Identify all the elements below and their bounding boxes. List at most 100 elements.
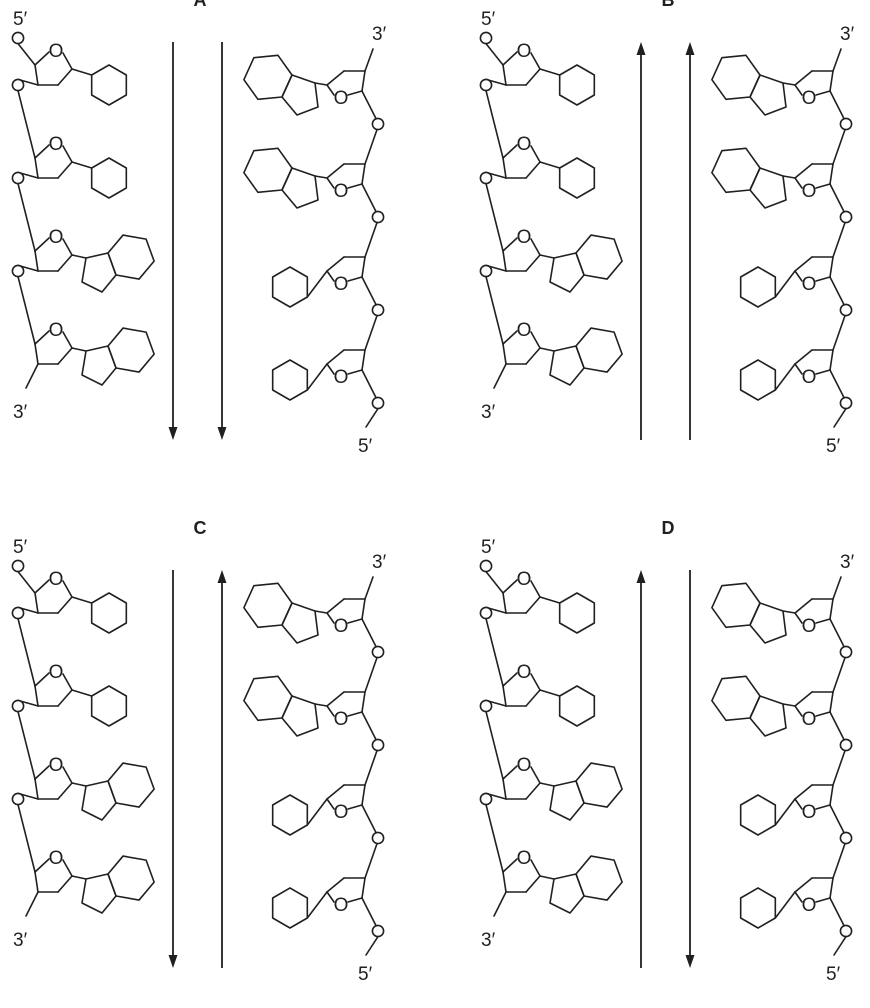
glycosidic-bond	[71, 347, 87, 352]
sugar-bond	[794, 84, 803, 96]
purine-six-ring	[107, 327, 155, 373]
purine-six-ring	[711, 147, 761, 194]
ring-oxygen-label: O	[517, 227, 532, 248]
sugar-bond	[502, 64, 507, 86]
sugar-bond	[326, 177, 335, 189]
purine-six-ring	[243, 54, 293, 101]
sugar-bond	[794, 363, 803, 375]
sugar-bond	[794, 598, 813, 614]
sugar-bond	[530, 145, 541, 163]
backbone-bond	[17, 275, 36, 345]
arrow-down-icon	[217, 427, 227, 440]
sugar-bond	[502, 672, 518, 687]
backbone-bond	[485, 803, 504, 873]
purine-five-ring	[281, 695, 319, 737]
arrow-up-icon	[636, 570, 646, 583]
sugar-bond	[361, 598, 366, 620]
phosphate-oxygen	[839, 303, 853, 317]
phosphate-oxygen	[11, 31, 25, 45]
sugar-bond	[502, 685, 507, 707]
backbone-bond	[485, 275, 504, 345]
glycosidic-bond	[774, 363, 796, 391]
sugar-bond	[502, 51, 518, 66]
three-prime-label: 3′	[481, 930, 496, 951]
sugar-bond	[829, 784, 834, 806]
phosphate-oxygen	[11, 78, 25, 92]
sugar-bond	[326, 84, 335, 96]
purine-five-ring	[749, 695, 787, 737]
sugar-bond	[347, 897, 363, 903]
five-prime-label: 5′	[826, 436, 841, 457]
sugar-bond	[794, 163, 813, 179]
backbone-bond	[365, 407, 379, 428]
sugar-bond	[34, 765, 50, 780]
sugar-bond	[815, 369, 831, 375]
sugar-bond	[326, 349, 345, 365]
pyrimidine-base-ring	[271, 887, 309, 929]
sugar-bond	[34, 144, 50, 159]
panel-label: D	[662, 518, 675, 538]
backbone-bond	[364, 128, 378, 165]
backbone-bond	[829, 183, 845, 213]
sugar-bond	[829, 691, 834, 713]
backbone-bond	[17, 570, 36, 594]
phosphate-oxygen	[11, 792, 25, 806]
ring-oxygen-label: O	[802, 616, 817, 637]
backbone-bond	[17, 803, 36, 873]
phosphate-oxygen	[479, 171, 493, 185]
glycosidic-bond	[539, 782, 555, 787]
glycosidic-bond	[539, 689, 561, 697]
ring-oxygen-label: O	[49, 755, 64, 776]
arrow-down-icon	[685, 955, 695, 968]
pyrimidine-base-ring	[271, 794, 309, 836]
sugar-bond	[502, 871, 507, 893]
ring-oxygen-label: O	[334, 802, 349, 823]
five-prime-label: 5′	[358, 964, 373, 985]
sugar-bond	[525, 161, 541, 179]
sugar-bond	[794, 349, 813, 365]
sugar-bond	[34, 672, 50, 687]
purine-five-ring	[749, 74, 787, 116]
phosphate-oxygen	[371, 831, 385, 845]
phosphate-oxygen	[479, 606, 493, 620]
ring-oxygen-label: O	[334, 181, 349, 202]
backbone-bond	[485, 182, 504, 252]
sugar-bond	[794, 612, 803, 624]
phosphate-oxygen	[479, 559, 493, 573]
glycosidic-bond	[539, 596, 561, 604]
sugar-bond	[57, 68, 73, 86]
arrow-down-icon	[168, 427, 178, 440]
backbone-bond	[361, 897, 377, 927]
sugar-bond	[794, 256, 813, 272]
purine-six-ring	[107, 234, 155, 280]
phosphate-oxygen	[11, 699, 25, 713]
sugar-bond	[34, 51, 50, 66]
backbone-bond	[832, 656, 846, 693]
sugar-bond	[361, 70, 366, 92]
ring-oxygen-label: O	[334, 367, 349, 388]
phosphate-oxygen	[371, 396, 385, 410]
purine-six-ring	[107, 855, 155, 901]
backbone-bond	[485, 710, 504, 780]
ring-oxygen-label: O	[49, 227, 64, 248]
phosphate-oxygen	[479, 792, 493, 806]
sugar-bond	[326, 70, 345, 86]
five-prime-label: 5′	[481, 9, 496, 30]
purine-five-ring	[549, 345, 585, 386]
sugar-bond	[62, 331, 73, 349]
three-prime-label: 3′	[13, 930, 28, 951]
phosphate-oxygen	[839, 924, 853, 938]
arrow-up-icon	[636, 42, 646, 55]
three-prime-label: 3′	[840, 552, 855, 573]
phosphate-oxygen	[11, 264, 25, 278]
purine-six-ring	[107, 762, 155, 808]
sugar-bond	[57, 782, 73, 800]
sugar-bond	[34, 685, 39, 707]
phosphate-oxygen	[371, 117, 385, 131]
purine-five-ring	[81, 252, 117, 293]
phosphate-oxygen	[371, 738, 385, 752]
sugar-bond	[829, 349, 834, 371]
sugar-bond	[34, 858, 50, 873]
ring-oxygen-label: O	[49, 848, 64, 869]
ring-oxygen-label: O	[49, 662, 64, 683]
